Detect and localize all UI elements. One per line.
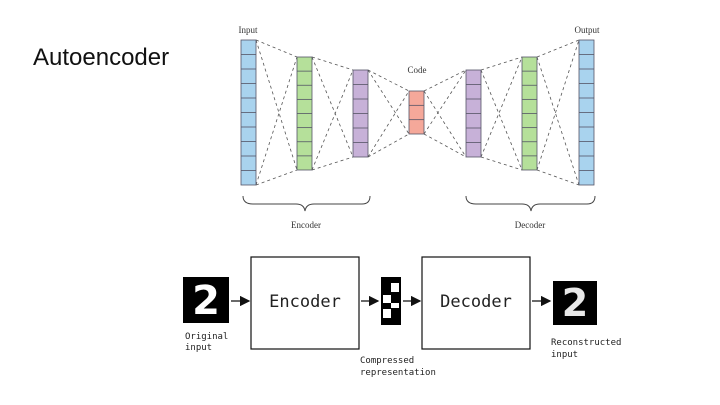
compressed-caption-line2: representation [360, 368, 436, 378]
connection-line [367, 69, 410, 135]
connection-lines [255, 39, 580, 186]
output-layer [578, 39, 595, 186]
encoder-brace [242, 195, 371, 212]
connection-line [536, 56, 580, 186]
slide-title: Autoencoder [33, 44, 170, 71]
hidden-layer [352, 69, 369, 158]
connection-line [480, 156, 523, 171]
hidden-layer [521, 56, 538, 171]
connection-line [423, 90, 467, 158]
code-layer [408, 90, 425, 135]
encoder-brace-label: Encoder [291, 220, 321, 230]
connection-line [311, 69, 354, 171]
connection-line [536, 39, 580, 58]
connection-line [367, 133, 410, 158]
connection-line [423, 69, 467, 92]
original-input-caption-line2: input [185, 343, 212, 353]
encoder-box [250, 256, 360, 350]
connection-line [255, 56, 298, 186]
input-layer [240, 39, 257, 186]
connection-line [255, 39, 298, 171]
decoder-box-label: Decoder [440, 292, 512, 312]
network-architecture-diagram: Input Code Output Encoder Decoder [239, 25, 600, 230]
hidden-layer [296, 56, 313, 171]
digit-glyph: 2 [562, 281, 588, 325]
decoder-box [421, 256, 531, 350]
connection-line [311, 56, 354, 158]
original-digit-image: 2 [183, 277, 229, 324]
code-label: Code [408, 65, 427, 75]
encoder-box-label: Encoder [269, 292, 341, 312]
connection-line [311, 156, 354, 171]
reconstructed-digit-image: 2 [553, 281, 597, 325]
connection-line [536, 169, 580, 186]
network-layers [240, 39, 595, 186]
connection-line [311, 56, 354, 71]
pipeline-diagram: 2 Original input Encoder Compressed repr… [183, 256, 621, 378]
decoder-brace [465, 195, 596, 212]
layer-column [408, 90, 425, 135]
connection-line [367, 69, 410, 92]
digit-glyph: 2 [192, 278, 220, 324]
connection-line [255, 39, 298, 58]
decoder-brace-label: Decoder [515, 220, 545, 230]
connection-line [367, 90, 410, 158]
connection-line [423, 69, 467, 135]
connection-line [255, 169, 298, 186]
connection-line [423, 133, 467, 158]
input-label: Input [239, 25, 258, 35]
connection-line [536, 39, 580, 171]
compressed-caption-line1: Compressed [360, 356, 414, 366]
original-input-caption-line1: Original [185, 332, 228, 342]
hidden-layer [465, 69, 482, 158]
connection-line [480, 69, 523, 171]
reconstructed-caption-line2: input [551, 350, 578, 360]
compressed-code-block [381, 277, 401, 325]
reconstructed-caption-line1: Reconstructed [551, 338, 621, 348]
connection-line [480, 56, 523, 71]
output-label: Output [574, 25, 600, 35]
connection-line [480, 56, 523, 158]
